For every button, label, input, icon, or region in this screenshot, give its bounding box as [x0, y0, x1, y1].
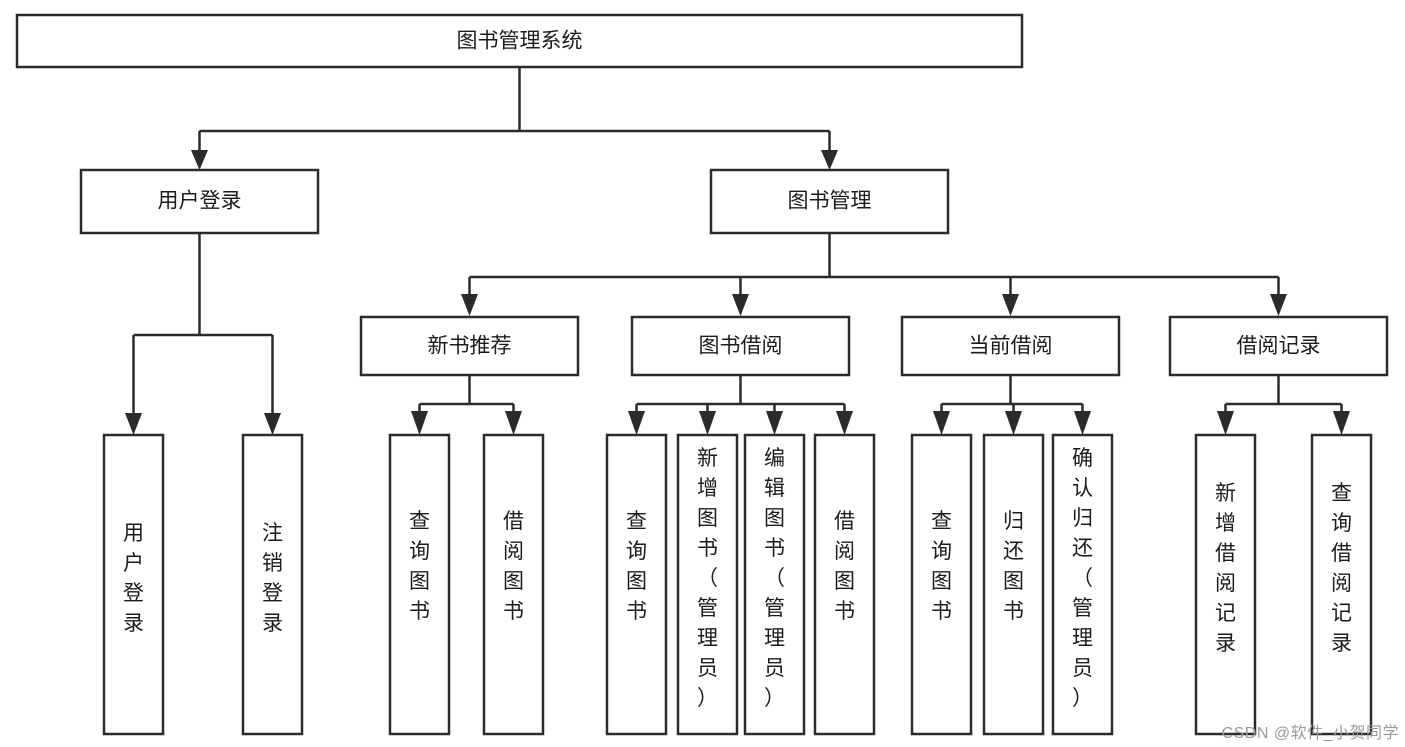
arrow-head-icon — [1270, 294, 1287, 316]
node-leaf-return-book-label: 归还图书 — [1003, 510, 1024, 623]
node-current-borrow[interactable]: 当前借阅 — [900, 315, 1121, 377]
arrow-head-icon — [191, 150, 208, 170]
arrow-head-icon — [461, 294, 478, 316]
arrow-head-icon — [505, 411, 522, 435]
node-leaf-add-book-admin-box[interactable] — [676, 433, 739, 736]
node-borrow-record-label: 借阅记录 — [1237, 335, 1321, 358]
node-leaf-user-logout-label: 注销登录 — [262, 522, 283, 635]
node-user-login-module-label: 用户登录 — [158, 190, 242, 213]
arrow-head-icon — [1217, 411, 1234, 435]
arrow-head-icon — [264, 413, 281, 435]
node-leaf-return-book[interactable]: 归还图书 — [982, 433, 1045, 736]
arrow-head-icon — [1074, 411, 1091, 435]
node-leaf-borrow-query-book-box[interactable] — [605, 433, 668, 736]
node-leaf-edit-book-admin[interactable]: 编辑图书（管理员） — [743, 433, 806, 736]
node-new-book-recommend-label: 新书推荐 — [428, 335, 512, 358]
node-leaf-borrow-book-box[interactable] — [813, 433, 876, 736]
node-new-book-recommend[interactable]: 新书推荐 — [359, 315, 580, 377]
node-borrow-record[interactable]: 借阅记录 — [1168, 315, 1389, 377]
node-leaf-add-book-admin[interactable]: 新增图书（管理员） — [676, 433, 739, 736]
node-leaf-user-login-box[interactable] — [102, 433, 165, 736]
node-root-label: 图书管理系统 — [457, 30, 583, 53]
node-leaf-query-borrow-record-label: 查询借阅记录 — [1331, 482, 1352, 655]
connector-layer — [125, 67, 1350, 435]
arrow-head-icon — [628, 411, 645, 435]
node-root-box[interactable] — [15, 13, 1024, 69]
node-leaf-query-borrow-record-box[interactable] — [1310, 433, 1373, 736]
node-leaf-query-borrow-record[interactable]: 查询借阅记录 — [1310, 433, 1373, 736]
node-leaf-new-query-book[interactable]: 查询图书 — [388, 433, 451, 736]
arrow-head-icon — [1333, 411, 1350, 435]
node-leaf-current-query-book-box[interactable] — [910, 433, 973, 736]
node-leaf-current-query-book[interactable]: 查询图书 — [910, 433, 973, 736]
node-user-login-module[interactable]: 用户登录 — [79, 168, 320, 235]
arrow-head-icon — [411, 411, 428, 435]
arrow-head-icon — [699, 411, 716, 435]
arrow-head-icon — [766, 411, 783, 435]
node-root[interactable]: 图书管理系统 — [15, 13, 1024, 69]
node-leaf-new-query-book-box[interactable] — [388, 433, 451, 736]
arrow-head-icon — [821, 150, 838, 170]
node-leaf-user-logout-box[interactable] — [241, 433, 304, 736]
node-leaf-edit-book-admin-box[interactable] — [743, 433, 806, 736]
node-book-management-module-box[interactable] — [709, 168, 950, 235]
arrow-head-icon — [732, 294, 749, 316]
node-leaf-add-book-admin-label: 新增图书（管理员） — [697, 447, 718, 710]
arrow-head-icon — [1002, 294, 1019, 316]
node-new-book-recommend-box[interactable] — [359, 315, 580, 377]
node-user-login-module-box[interactable] — [79, 168, 320, 235]
node-leaf-user-login-label: 用户登录 — [123, 522, 144, 635]
node-leaf-add-borrow-record[interactable]: 新增借阅记录 — [1194, 433, 1257, 736]
node-leaf-borrow-query-book-label: 查询图书 — [626, 510, 647, 623]
arrow-head-icon — [836, 411, 853, 435]
node-leaf-new-query-book-label: 查询图书 — [409, 510, 430, 623]
node-leaf-edit-book-admin-label: 编辑图书（管理员） — [764, 447, 785, 710]
node-leaf-user-login[interactable]: 用户登录 — [102, 433, 165, 736]
node-leaf-new-borrow-book-box[interactable] — [482, 433, 545, 736]
arrow-head-icon — [125, 413, 142, 435]
node-leaf-new-borrow-book-label: 借阅图书 — [503, 510, 524, 623]
node-leaf-borrow-book[interactable]: 借阅图书 — [813, 433, 876, 736]
node-layer: 图书管理系统 用户登录 图书管理 新书推荐 图书借阅 — [15, 13, 1389, 736]
node-leaf-user-logout[interactable]: 注销登录 — [241, 433, 304, 736]
node-leaf-new-borrow-book[interactable]: 借阅图书 — [482, 433, 545, 736]
node-book-borrow[interactable]: 图书借阅 — [630, 315, 851, 377]
node-leaf-current-query-book-label: 查询图书 — [931, 510, 952, 623]
node-borrow-record-box[interactable] — [1168, 315, 1389, 377]
node-leaf-borrow-book-label: 借阅图书 — [834, 510, 855, 623]
node-book-borrow-label: 图书借阅 — [699, 335, 783, 358]
node-leaf-confirm-return-admin-box[interactable] — [1051, 433, 1114, 736]
node-leaf-add-borrow-record-box[interactable] — [1194, 433, 1257, 736]
node-book-borrow-box[interactable] — [630, 315, 851, 377]
arrow-head-icon — [1005, 411, 1022, 435]
node-current-borrow-label: 当前借阅 — [969, 335, 1053, 358]
node-leaf-add-borrow-record-label: 新增借阅记录 — [1215, 482, 1236, 655]
node-leaf-return-book-box[interactable] — [982, 433, 1045, 736]
arrow-head-icon — [933, 411, 950, 435]
node-current-borrow-box[interactable] — [900, 315, 1121, 377]
node-leaf-borrow-query-book[interactable]: 查询图书 — [605, 433, 668, 736]
node-leaf-confirm-return-admin[interactable]: 确认归还（管理员） — [1051, 433, 1114, 736]
node-leaf-confirm-return-admin-label: 确认归还（管理员） — [1072, 447, 1093, 710]
node-book-management-module[interactable]: 图书管理 — [709, 168, 950, 235]
node-book-management-module-label: 图书管理 — [788, 190, 872, 213]
